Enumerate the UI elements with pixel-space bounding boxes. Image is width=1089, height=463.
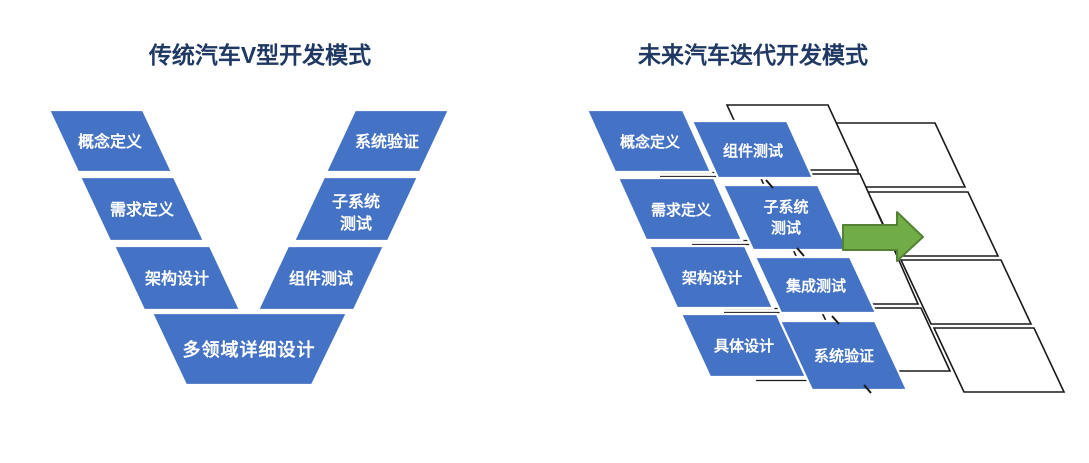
v-design-block-1	[47, 108, 174, 174]
iter-design-label-4: 具体设计	[714, 337, 774, 355]
v-test-label-3: 系统验证	[355, 132, 419, 151]
iteration-labels: 概念定义 需求定义 架构设计 具体设计 组件测试 子系统 测试 集成测试 系统验…	[620, 133, 874, 365]
v-detail-design-block	[150, 311, 349, 387]
left-diagram-title: 传统汽车V型开发模式	[148, 42, 371, 68]
iter-test-label-2-line1: 子系统	[763, 198, 808, 216]
flow-tick	[831, 315, 840, 325]
flow-tick	[796, 247, 805, 257]
iter-test-label-1: 组件测试	[723, 142, 783, 160]
diagram-titles: 传统汽车V型开发模式 未来汽车迭代开发模式	[148, 42, 868, 68]
v-test-block-3	[324, 108, 451, 174]
v-test-block-2	[292, 175, 420, 243]
v-test-label-2-line1: 子系统	[332, 192, 380, 211]
iter-design-label-2: 需求定义	[651, 201, 711, 219]
v-model-diagram: 概念定义 需求定义 架构设计 多领域详细设计 系统验证 子系统 测试 组件测试	[47, 108, 451, 387]
flow-tick	[863, 384, 872, 394]
flow-tick	[765, 179, 774, 189]
iteration-arrow-icon	[842, 211, 924, 262]
iterative-diagram: 概念定义 需求定义 架构设计 具体设计 组件测试 子系统 测试 集成测试 系统验…	[585, 104, 1066, 394]
flow-tick-marks	[765, 179, 872, 394]
v-model-labels: 概念定义 需求定义 架构设计 多领域详细设计 系统验证 子系统 测试 组件测试	[78, 132, 419, 360]
v-design-label-2: 需求定义	[110, 200, 174, 219]
outline-test-block-4	[932, 327, 1066, 393]
v-test-label-2-line2: 测试	[340, 214, 372, 233]
v-design-label-1: 概念定义	[78, 132, 142, 151]
iteration-arrow-group	[842, 211, 924, 262]
v-test-label-1: 组件测试	[289, 269, 353, 288]
iter-design-block-2	[616, 176, 744, 242]
iter-design-block-1	[585, 108, 713, 174]
outline-test-block-3	[899, 259, 1033, 325]
iter-test-label-4: 系统验证	[814, 347, 874, 365]
v-design-label-3: 架构设计	[144, 269, 209, 288]
v-detail-design-label: 多领域详细设计	[183, 339, 316, 360]
iter-test-block-3	[753, 255, 878, 315]
v-test-block-1	[256, 244, 386, 312]
iter-test-block-1	[690, 119, 815, 180]
iter-test-label-2-line2: 测试	[771, 219, 801, 237]
iter-test-block-4	[778, 319, 909, 392]
iter-design-block-3	[647, 244, 775, 310]
v-design-block-3	[112, 244, 242, 312]
v-model-blocks	[47, 108, 451, 387]
iteration-blue-blocks	[585, 108, 909, 392]
v-design-block-2	[78, 175, 206, 243]
right-diagram-title: 未来汽车迭代开发模式	[638, 42, 868, 68]
iter-design-label-1: 概念定义	[620, 133, 680, 151]
iter-design-label-3: 架构设计	[681, 269, 742, 287]
iter-test-label-3: 集成测试	[785, 277, 846, 295]
